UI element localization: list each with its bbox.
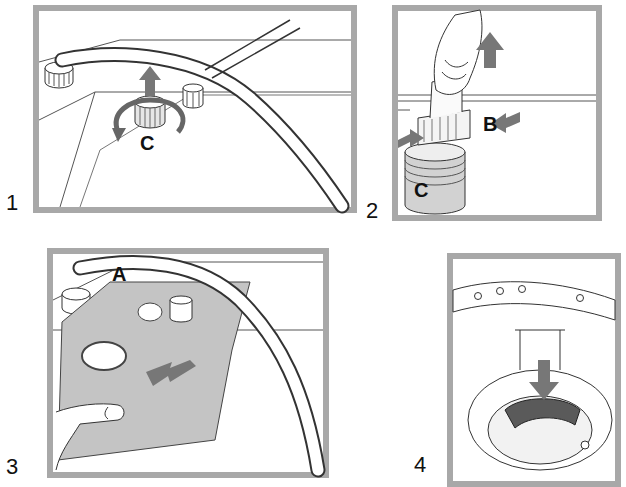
filter-hole xyxy=(82,342,126,370)
slide-arrow xyxy=(146,360,196,386)
callout-number: 1 xyxy=(6,192,18,214)
arm-hole xyxy=(475,293,482,300)
squeeze-arrow xyxy=(398,129,424,148)
dark-part xyxy=(505,399,580,428)
arm-hole xyxy=(577,295,584,302)
lift-arrow xyxy=(139,66,161,96)
part-letter: C xyxy=(414,180,428,200)
filter-c-cylinder xyxy=(405,143,465,214)
callout-number: 3 xyxy=(6,456,18,478)
spray-arm-outline xyxy=(62,55,342,206)
small-filter-top xyxy=(183,84,203,92)
insert-arrow xyxy=(529,360,559,400)
panel-frame xyxy=(36,8,354,210)
filter-b-rib xyxy=(424,114,456,142)
tub-edge xyxy=(398,95,596,110)
sump-inner xyxy=(488,396,592,464)
small-filter-ridge xyxy=(187,92,199,108)
rotate-arrow xyxy=(116,100,183,132)
lift-arrow xyxy=(476,32,504,68)
arm-support xyxy=(205,20,300,78)
panel-one xyxy=(36,8,354,210)
part-letter: A xyxy=(112,264,126,284)
small-filter xyxy=(170,296,192,322)
rotate-arrow-head xyxy=(112,128,126,142)
filter-ridge xyxy=(140,106,160,128)
screw xyxy=(581,441,589,449)
mesh-top xyxy=(405,143,465,161)
small-filter-top xyxy=(170,296,192,304)
hand xyxy=(434,10,482,94)
flat-filter-a xyxy=(58,282,250,460)
finger-line xyxy=(442,60,468,79)
cap-ridge xyxy=(49,72,69,87)
finger xyxy=(56,404,124,470)
panel-frame xyxy=(450,256,618,484)
part-letter: C xyxy=(140,133,154,153)
panel-four xyxy=(450,256,618,484)
callout-number: 4 xyxy=(414,454,426,476)
panel-three xyxy=(50,251,326,475)
spray-arm-section xyxy=(453,282,615,320)
cap-top xyxy=(62,288,90,300)
tub-line xyxy=(39,40,351,207)
part-letter: B xyxy=(483,114,497,134)
panel-two xyxy=(395,8,599,218)
arm-hole xyxy=(519,286,526,293)
spray-arm xyxy=(62,55,342,206)
panel-frame xyxy=(395,8,599,218)
spray-arm xyxy=(80,262,318,470)
filter-slot xyxy=(138,303,162,321)
fingernail xyxy=(105,407,108,419)
panel-frame xyxy=(50,251,326,475)
spray-arm-outline xyxy=(80,262,318,470)
arm-hole xyxy=(497,288,504,295)
callout-number: 2 xyxy=(366,200,378,222)
small-filter xyxy=(183,84,203,108)
